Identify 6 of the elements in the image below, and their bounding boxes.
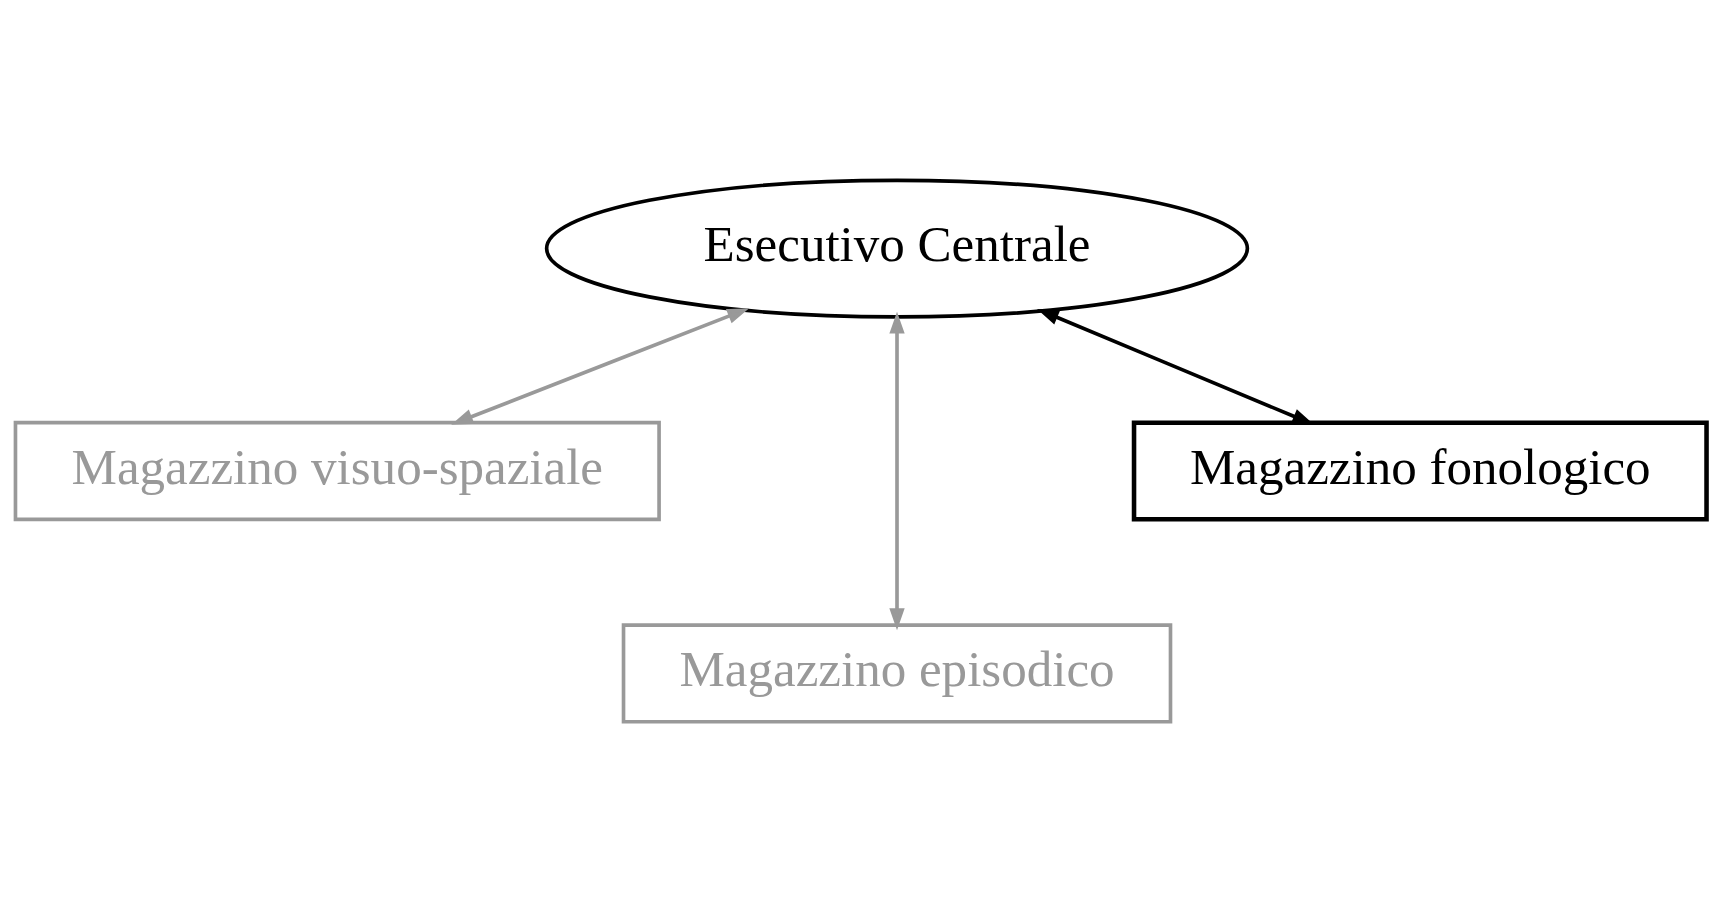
node-box: Magazzino episodico [621,622,1173,724]
arrow [889,311,905,630]
node-ellipse: Esecutivo Centrale [544,178,1250,319]
arrow [451,307,750,425]
node-box: Magazzino fonologico [1131,419,1709,522]
node-box: Magazzino visuo-spaziale [13,420,661,521]
